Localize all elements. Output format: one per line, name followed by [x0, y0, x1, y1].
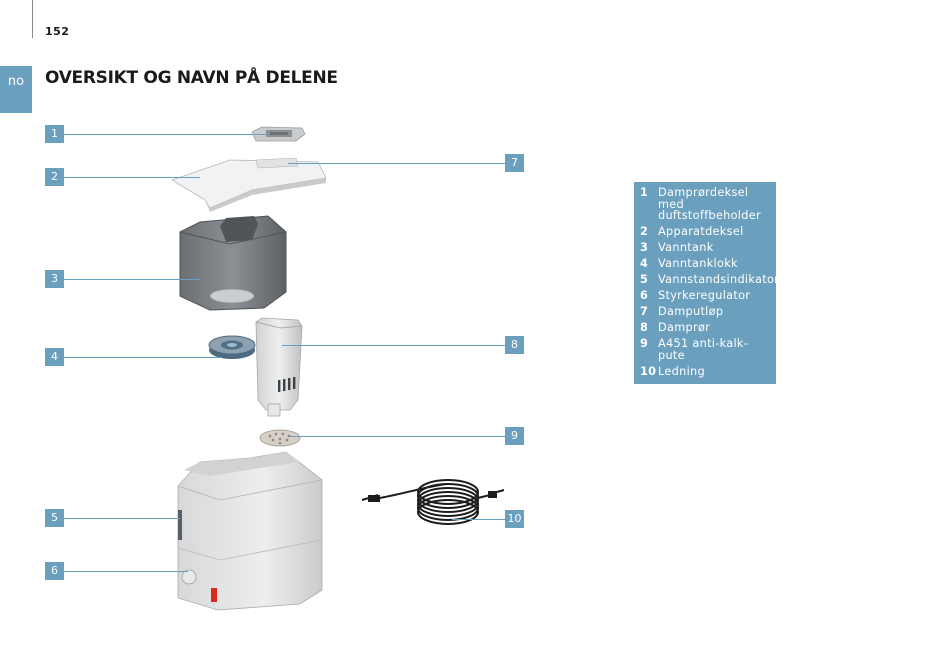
part-number: 8 — [640, 321, 649, 335]
page-title: OVERSIKT OG NAVN PÅ DELENE — [45, 68, 338, 88]
water-tank-cap-part — [208, 335, 256, 359]
part-label: Damprør — [658, 321, 711, 335]
callout-1: 1 — [45, 125, 64, 143]
part-number: 1 — [640, 186, 649, 199]
callout-9: 9 — [505, 427, 524, 445]
callout-8: 8 — [505, 336, 524, 354]
parts-legend-item: 6 Styrkeregulator — [634, 288, 776, 304]
leader-line-7 — [288, 163, 505, 164]
callout-7: 7 — [505, 154, 524, 172]
part-label: Apparatdeksel — [658, 225, 744, 239]
anti-calc-pad-part — [259, 429, 301, 447]
header-rule — [32, 0, 33, 38]
steam-pipe-part — [255, 317, 303, 417]
parts-legend: 1 Damprørdeksel med duftstoffbeholder 2 Ap… — [634, 182, 780, 384]
language-tab: no — [0, 66, 32, 113]
callout-4: 4 — [45, 348, 64, 366]
part-label: Vanntank — [658, 241, 714, 255]
leader-line-1 — [64, 134, 268, 135]
steam-pipe-cover-part — [251, 126, 306, 142]
part-number: 3 — [640, 241, 649, 255]
power-cord-part — [361, 479, 505, 525]
part-label: Damputløp — [658, 305, 724, 319]
part-number: 2 — [640, 225, 649, 239]
callout-5: 5 — [45, 509, 64, 527]
part-number: 5 — [640, 273, 649, 287]
parts-legend-item: 7 Damputløp — [634, 304, 776, 320]
parts-legend-item: 2 Apparatdeksel — [634, 224, 776, 240]
leader-line-4 — [64, 357, 222, 358]
part-number: 6 — [640, 289, 649, 303]
water-tank-part — [179, 215, 287, 311]
part-label: Damprørdeksel med duftstoffbeholder — [658, 186, 761, 223]
parts-legend-item: 8 Damprør — [634, 320, 776, 336]
parts-legend-item: 4 Vanntanklokk — [634, 256, 776, 272]
part-label: Ledning — [658, 364, 705, 378]
leader-line-2 — [64, 177, 200, 178]
part-label: A451 anti-kalk-pute — [658, 337, 749, 362]
language-code: no — [7, 74, 25, 89]
leader-line-5 — [64, 518, 180, 519]
page-number: 152 — [45, 25, 70, 38]
part-label: Vanntanklokk — [658, 257, 738, 271]
part-number: 7 — [640, 305, 649, 319]
part-number: 4 — [640, 257, 649, 271]
parts-legend-item: 1 Damprørdeksel med duftstoffbeholder — [634, 185, 776, 224]
callout-3: 3 — [45, 270, 64, 288]
part-label: Styrkeregulator — [658, 289, 751, 303]
base-unit-part — [177, 451, 323, 611]
parts-legend-item: 3 Vanntank — [634, 240, 776, 256]
callout-6: 6 — [45, 562, 64, 580]
part-number: 9 — [640, 337, 649, 351]
part-label: Vannstandsindikator — [658, 273, 780, 287]
leader-line-9 — [289, 436, 505, 437]
leader-line-3 — [64, 279, 200, 280]
leader-line-6 — [64, 571, 188, 572]
parts-legend-item: 5 Vannstandsindikator — [634, 272, 780, 288]
part-number: 10 — [640, 364, 657, 378]
leader-line-8 — [282, 345, 505, 346]
callout-10: 10 — [505, 510, 524, 528]
appliance-cover-part — [171, 157, 327, 212]
callout-2: 2 — [45, 168, 64, 186]
leader-line-10 — [452, 519, 505, 520]
parts-legend-item: 9 A451 anti-kalk-pute — [634, 336, 776, 364]
